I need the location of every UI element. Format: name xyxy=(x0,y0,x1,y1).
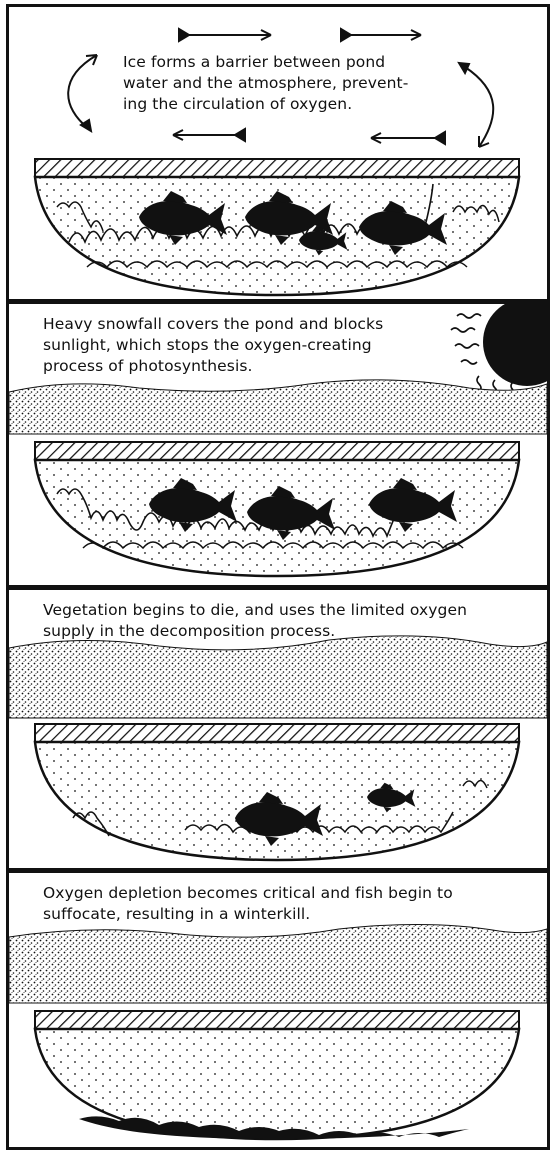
arrow-left-1 xyxy=(173,129,245,141)
snow-layer xyxy=(9,636,547,718)
arrow-right-1 xyxy=(179,29,271,41)
pond-4 xyxy=(35,1011,519,1139)
sun-icon xyxy=(451,304,547,398)
panel-vegetation-decay: Vegetation begins to die, and uses the l… xyxy=(9,590,547,868)
pond-3 xyxy=(35,724,519,860)
arrow-left-2 xyxy=(371,132,445,144)
pond-2 xyxy=(35,442,519,576)
panel-snowfall: Heavy snowfall covers the pond and block… xyxy=(9,304,547,585)
panel-winterkill: Oxygen depletion becomes critical and fi… xyxy=(9,873,547,1149)
snow-layer xyxy=(9,380,547,434)
caption-panel-1: Ice forms a barrier between pond water a… xyxy=(123,52,473,115)
caption-panel-2: Heavy snowfall covers the pond and block… xyxy=(43,314,443,377)
caption-panel-4: Oxygen depletion becomes critical and fi… xyxy=(43,883,543,925)
snow-layer xyxy=(9,924,547,1003)
caption-panel-3: Vegetation begins to die, and uses the l… xyxy=(43,600,543,642)
pond-1 xyxy=(35,159,519,295)
arrow-curve-left xyxy=(68,55,97,131)
diagram-frame: Ice forms a barrier between pond water a… xyxy=(6,4,550,1150)
arrow-right-2 xyxy=(341,29,421,41)
panel-ice-barrier: Ice forms a barrier between pond water a… xyxy=(9,7,547,303)
